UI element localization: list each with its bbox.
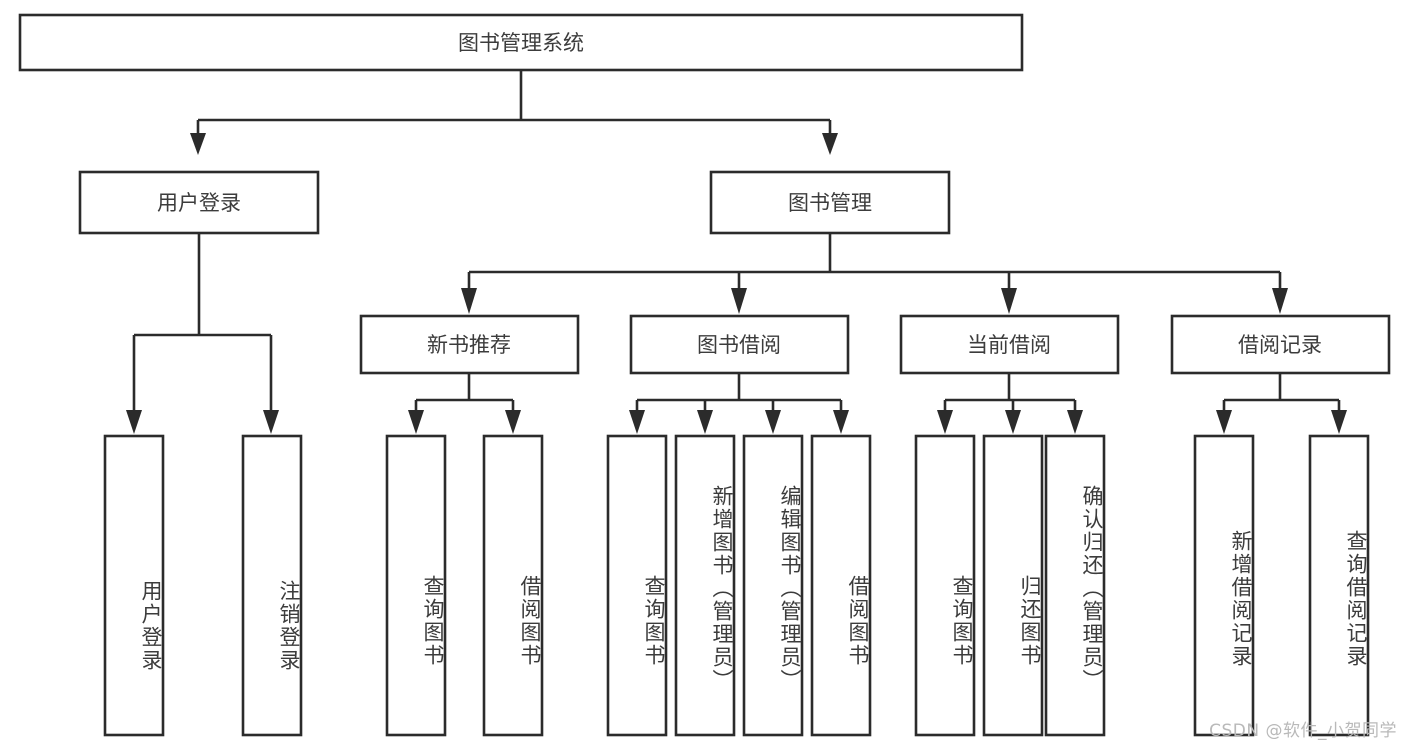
leaf-box-bb-query-book[interactable] [606,434,668,737]
arrow-current-borrow [1001,288,1017,314]
node-book-management[interactable]: 图书管理 [709,170,951,235]
leaf-box-cb-return-book[interactable] [982,434,1044,737]
arrow-br-query-record [1331,410,1347,434]
arrow-nb-query-book [408,410,424,434]
leaf-box-nb-query-book[interactable] [385,434,447,737]
arrow-leaf-logout [263,410,279,434]
node-current-borrow[interactable]: 当前借阅 [899,314,1120,375]
arrow-nb-borrow-book [505,410,521,434]
current-borrow-box-rect [899,314,1120,375]
connector-borrow-record-to-leaves [1216,373,1347,434]
borrow-record-box-label: 借阅记录 [1238,333,1322,357]
arrow-bb-query-book [629,410,645,434]
book-borrow-box-rect [629,314,850,375]
leaf-boxes [103,434,1370,737]
arrow-bb-edit-book [765,410,781,434]
csdn-watermark: CSDN @软件_小贺同学 [1209,721,1397,741]
arrow-cb-confirm-return [1067,410,1083,434]
connector-new-book-to-leaves [408,373,521,434]
node-borrow-record[interactable]: 借阅记录 [1170,314,1391,375]
leaf-box-bb-borrow-book[interactable] [810,434,872,737]
arrow-cb-return-book [1005,410,1021,434]
leaf-box-br-query-record[interactable] [1308,434,1370,737]
leaf-box-cb-query-book[interactable] [914,434,976,737]
arrow-bb-add-book [697,410,713,434]
user-login-box-label: 用户登录 [157,191,241,215]
node-new-book-recommend[interactable]: 新书推荐 [359,314,580,375]
arrow-leaf-user-login [126,410,142,434]
connector-book-borrow-to-leaves [629,373,849,434]
arrow-br-add-record [1216,410,1232,434]
leaf-box-logout[interactable] [241,434,303,737]
node-user-login[interactable]: 用户登录 [78,170,320,235]
connector-current-borrow-to-leaves [937,373,1083,434]
borrow-record-box-rect [1170,314,1391,375]
connector-book-mgmt-to-level2 [461,233,1288,314]
root-box-rect [18,13,1024,72]
node-book-borrow[interactable]: 图书借阅 [629,314,850,375]
arrow-user-login [190,133,206,155]
arrow-bb-borrow-book [833,410,849,434]
arrow-borrow-record [1272,288,1288,314]
connector-user-login-to-leaves [126,233,279,434]
leaf-box-br-add-record[interactable] [1193,434,1255,737]
leaf-box-cb-confirm-return[interactable] [1044,434,1106,737]
leaf-box-nb-borrow-book[interactable] [482,434,544,737]
connector-root-to-level1 [190,70,838,155]
root-box-label: 图书管理系统 [458,31,584,55]
new-book-recommend-box-label: 新书推荐 [427,333,511,357]
arrow-cb-query-book [937,410,953,434]
node-root[interactable]: 图书管理系统 [18,13,1024,72]
arrow-book-mgmt [822,133,838,155]
book-management-box-label: 图书管理 [788,191,872,215]
leaf-box-bb-edit-book[interactable] [742,434,804,737]
leaf-box-bb-add-book[interactable] [674,434,736,737]
book-borrow-box-label: 图书借阅 [697,333,781,357]
current-borrow-box-label: 当前借阅 [967,333,1051,357]
leaf-box-user-login[interactable] [103,434,165,737]
arrow-book-borrow [731,288,747,314]
new-book-recommend-box-rect [359,314,580,375]
arrow-new-book-recommend [461,288,477,314]
book-management-box-rect [709,170,951,235]
